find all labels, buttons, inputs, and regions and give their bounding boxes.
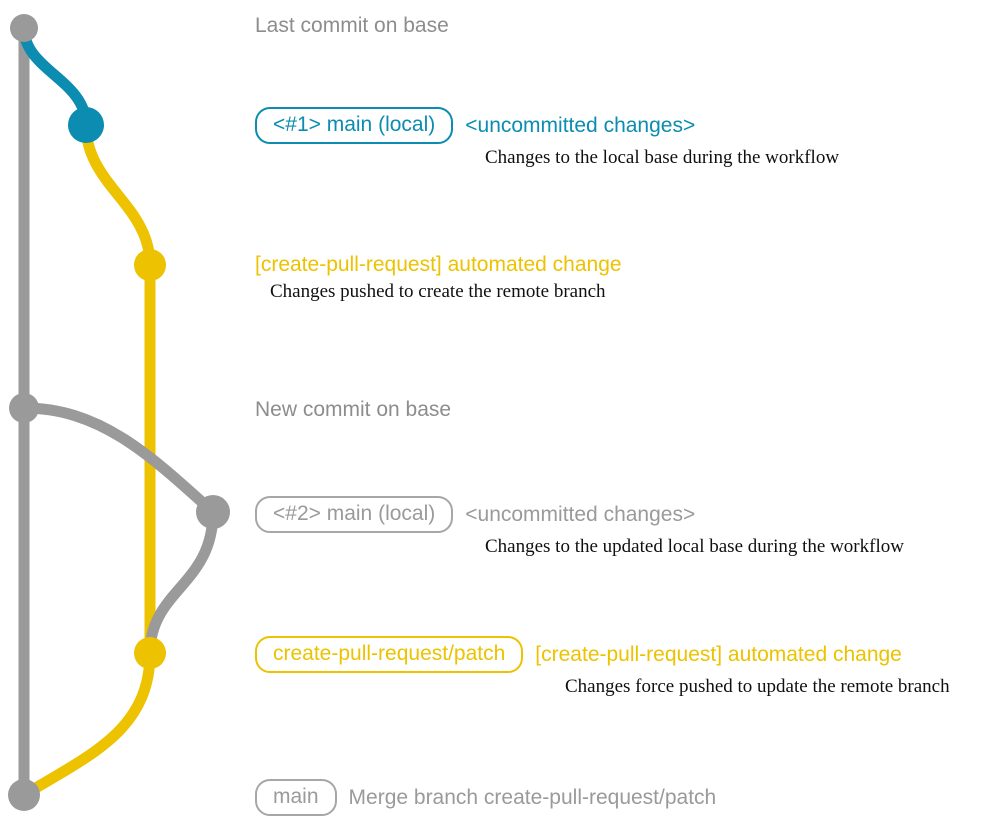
commit-4-detail: Changes force pushed to update the remot… bbox=[565, 676, 950, 697]
row-last-commit: Last commit on base bbox=[255, 13, 449, 39]
commit-3-subject: <uncommitted changes> bbox=[465, 502, 696, 526]
edge-local2-to-patch2 bbox=[144, 506, 219, 659]
merge-headline: main Merge branch create-pull-request/pat… bbox=[255, 779, 716, 816]
row-commit-4: create-pull-request/patch [create-pull-re… bbox=[255, 636, 950, 698]
row-merge: main Merge branch create-pull-request/pat… bbox=[255, 779, 716, 816]
node-local-2 bbox=[196, 495, 230, 529]
node-patch-2 bbox=[134, 637, 166, 669]
row-new-commit: New commit on base bbox=[255, 397, 451, 423]
branch-tag-main-local-2[interactable]: <#2> main (local) bbox=[255, 496, 454, 533]
commit-4-subject: [create-pull-request] automated change bbox=[535, 642, 902, 666]
node-base-new bbox=[9, 393, 39, 423]
edge-basenew-to-local2 bbox=[18, 402, 219, 518]
node-base-last bbox=[10, 14, 38, 42]
row-commit-3: <#2> main (local) <uncommitted changes> C… bbox=[255, 496, 904, 558]
commit-1-detail: Changes to the local base during the wor… bbox=[485, 147, 840, 168]
node-local-1 bbox=[68, 107, 104, 143]
edge-local1-to-patch1 bbox=[80, 119, 156, 271]
commit-4-headline: create-pull-request/patch [create-pull-re… bbox=[255, 636, 950, 673]
commit-3-headline: <#2> main (local) <uncommitted changes> bbox=[255, 496, 904, 533]
last-commit-headline: Last commit on base bbox=[255, 14, 449, 37]
commit-1-headline: <#1> main (local) <uncommitted changes> bbox=[255, 107, 839, 144]
edge-patch2-to-merge bbox=[18, 647, 156, 801]
commit-1-subject: <uncommitted changes> bbox=[465, 113, 696, 137]
commit-nodes bbox=[8, 14, 230, 811]
commit-2-subject: [create-pull-request] automated change bbox=[255, 253, 622, 276]
commit-3-detail: Changes to the updated local base during… bbox=[485, 536, 904, 557]
node-base-merge bbox=[8, 779, 40, 811]
branch-tag-main[interactable]: main bbox=[255, 779, 337, 816]
row-commit-2: [create-pull-request] automated change C… bbox=[255, 252, 622, 303]
new-commit-headline: New commit on base bbox=[255, 398, 452, 421]
commit-2-detail: Changes pushed to create the remote bran… bbox=[270, 281, 606, 302]
branch-tag-main-local-1[interactable]: <#1> main (local) bbox=[255, 107, 454, 144]
branch-tag-create-pull-request-patch[interactable]: create-pull-request/patch bbox=[255, 636, 524, 673]
node-patch-1 bbox=[134, 249, 166, 281]
merge-subject: Merge branch create-pull-request/patch bbox=[348, 785, 717, 809]
row-commit-1: <#1> main (local) <uncommitted changes> C… bbox=[255, 107, 839, 169]
